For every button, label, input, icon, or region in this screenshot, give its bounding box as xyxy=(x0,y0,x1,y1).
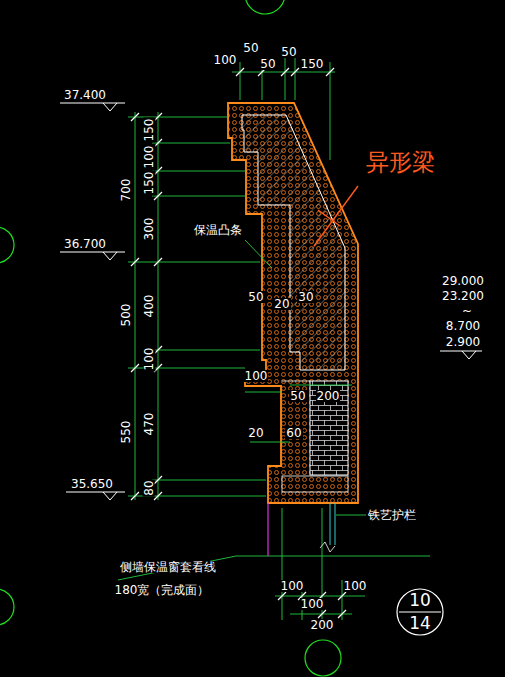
elevation-marks xyxy=(60,103,482,500)
dim-line xyxy=(232,72,335,73)
leader-line xyxy=(336,515,366,516)
dimension-text: 100 xyxy=(143,145,155,170)
elevation-mark xyxy=(60,252,125,260)
elevation-text: 29.000 xyxy=(441,275,485,287)
elevation-text: 35.650 xyxy=(70,478,114,490)
axis-circle xyxy=(245,0,285,14)
elevation-text: 37.400 xyxy=(63,89,107,101)
dimension-text: 200 xyxy=(310,619,335,631)
window-trim-line xyxy=(267,503,268,556)
dimension-text: 100 xyxy=(244,370,269,382)
dimension-text: 150 xyxy=(143,171,155,196)
ext-line xyxy=(285,55,286,100)
leader-line xyxy=(118,556,430,580)
axis-circle xyxy=(0,589,14,625)
dimension-text: 100 xyxy=(213,54,238,66)
dimension-text: 50 xyxy=(259,58,276,70)
dimension-text: 150 xyxy=(143,118,155,143)
ext-line xyxy=(152,171,245,172)
railing-line xyxy=(335,503,336,545)
dimension-text: 400 xyxy=(143,294,155,319)
dimension-text: 550 xyxy=(120,420,132,445)
detail-number: 10 xyxy=(396,592,444,609)
dimension-text: 100 xyxy=(280,580,305,592)
elevation-text: ~ xyxy=(461,305,473,317)
leader-line xyxy=(245,240,272,268)
dimension-lines xyxy=(118,55,430,620)
dimension-text: 20 xyxy=(273,298,290,310)
dimension-text: 500 xyxy=(120,303,132,328)
wall-block xyxy=(310,381,348,475)
ext-line xyxy=(152,196,245,197)
elevation-text: 2.900 xyxy=(445,336,481,348)
elevation-mark xyxy=(60,103,125,111)
bottom-ledge xyxy=(282,476,348,492)
dimension-text: 30 xyxy=(297,291,314,303)
note-text: 侧墙保温窗套看线 xyxy=(119,561,217,573)
detail-index-circle: 1014 xyxy=(396,588,444,636)
dimension-text: 100 xyxy=(300,598,325,610)
callout-stroke xyxy=(314,186,358,246)
ticks xyxy=(131,68,346,618)
elevation-mark xyxy=(66,492,125,500)
insulation-outline xyxy=(228,103,358,503)
ext-line xyxy=(282,508,283,620)
callout-stroke xyxy=(318,210,340,226)
dim-line xyxy=(290,385,352,386)
note-text: 铁艺护栏 xyxy=(367,509,417,521)
dimension-text: 60 xyxy=(285,427,302,439)
divider-line xyxy=(399,612,441,613)
dim-line xyxy=(250,442,290,443)
axis-circle xyxy=(0,227,14,263)
ext-line xyxy=(152,480,266,481)
dimension-text: 150 xyxy=(300,58,325,70)
dim-line xyxy=(245,392,282,393)
elevation-text: 8.700 xyxy=(445,320,481,332)
elevation-text: 23.200 xyxy=(441,290,485,302)
sheet-number: 14 xyxy=(396,615,444,632)
dimension-text: 20 xyxy=(247,427,264,439)
railing-and-lines xyxy=(268,503,335,556)
dimension-text: 50 xyxy=(280,46,297,58)
ext-line xyxy=(128,262,260,263)
break-mark xyxy=(320,542,335,552)
circle-border xyxy=(397,589,443,635)
note-text: 180宽（完成面） xyxy=(114,584,211,596)
dimension-text: 50 xyxy=(242,42,259,54)
dim-ticks xyxy=(278,592,346,618)
dimension-text: 50 xyxy=(247,291,264,303)
elevation-mark xyxy=(440,351,482,359)
axis-circle xyxy=(305,640,341,676)
beam-callout xyxy=(314,186,358,246)
dimension-text: 100 xyxy=(143,347,155,372)
dim-line xyxy=(275,596,365,597)
dimension-text: 80 xyxy=(143,479,155,496)
dimension-text: 50 xyxy=(289,390,306,402)
dimension-text: 700 xyxy=(120,178,132,203)
ext-line xyxy=(240,62,241,100)
elevation-text: 36.700 xyxy=(63,238,107,250)
dimension-text: 200 xyxy=(316,390,341,402)
note-text: 保温凸条 xyxy=(193,224,243,236)
dim-line xyxy=(135,112,136,500)
ledge-line xyxy=(282,381,310,382)
ext-line xyxy=(152,350,260,351)
beam-section xyxy=(228,103,358,503)
dimension-text: 300 xyxy=(143,217,155,242)
railing-line xyxy=(330,503,331,545)
ext-line xyxy=(152,143,230,144)
ext-line xyxy=(295,55,296,100)
dimension-text: 100 xyxy=(343,580,368,592)
dimension-text: 470 xyxy=(143,412,155,437)
ext-line xyxy=(330,62,331,160)
callout-text: 异形梁 xyxy=(365,151,436,174)
